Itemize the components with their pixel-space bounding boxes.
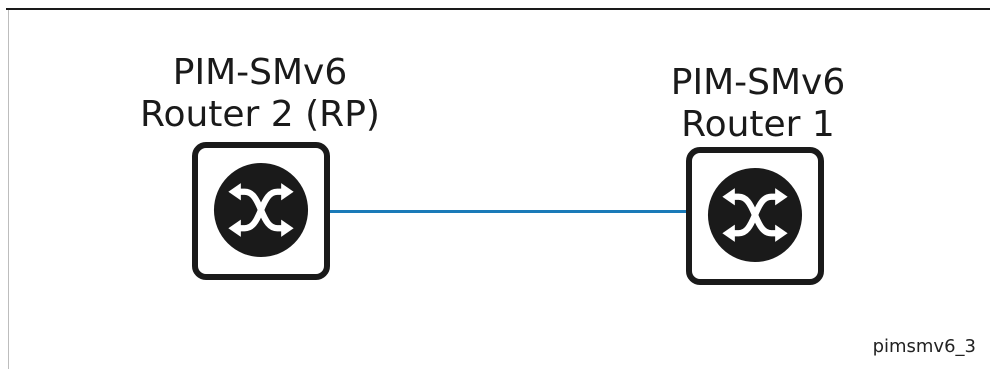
router-1-label-line1: PIM-SMv6 [670, 62, 846, 103]
top-border-rule [6, 8, 990, 10]
router-switch-icon [707, 167, 803, 263]
router-1-node [686, 147, 824, 285]
left-border-rule [8, 10, 9, 369]
router-1-label: PIM-SMv6 Router 1 [618, 62, 898, 146]
router-1-label-line2: Router 1 [681, 104, 835, 145]
router-2-label: PIM-SMv6 Router 2 (RP) [120, 52, 400, 136]
router-2-label-line2: Router 2 (RP) [140, 94, 380, 135]
router-2-node [192, 142, 330, 280]
router-2-label-line1: PIM-SMv6 [172, 52, 348, 93]
router-switch-icon [213, 162, 309, 258]
router-link-line [330, 210, 686, 213]
figure-caption: pimsmv6_3 [872, 336, 976, 357]
